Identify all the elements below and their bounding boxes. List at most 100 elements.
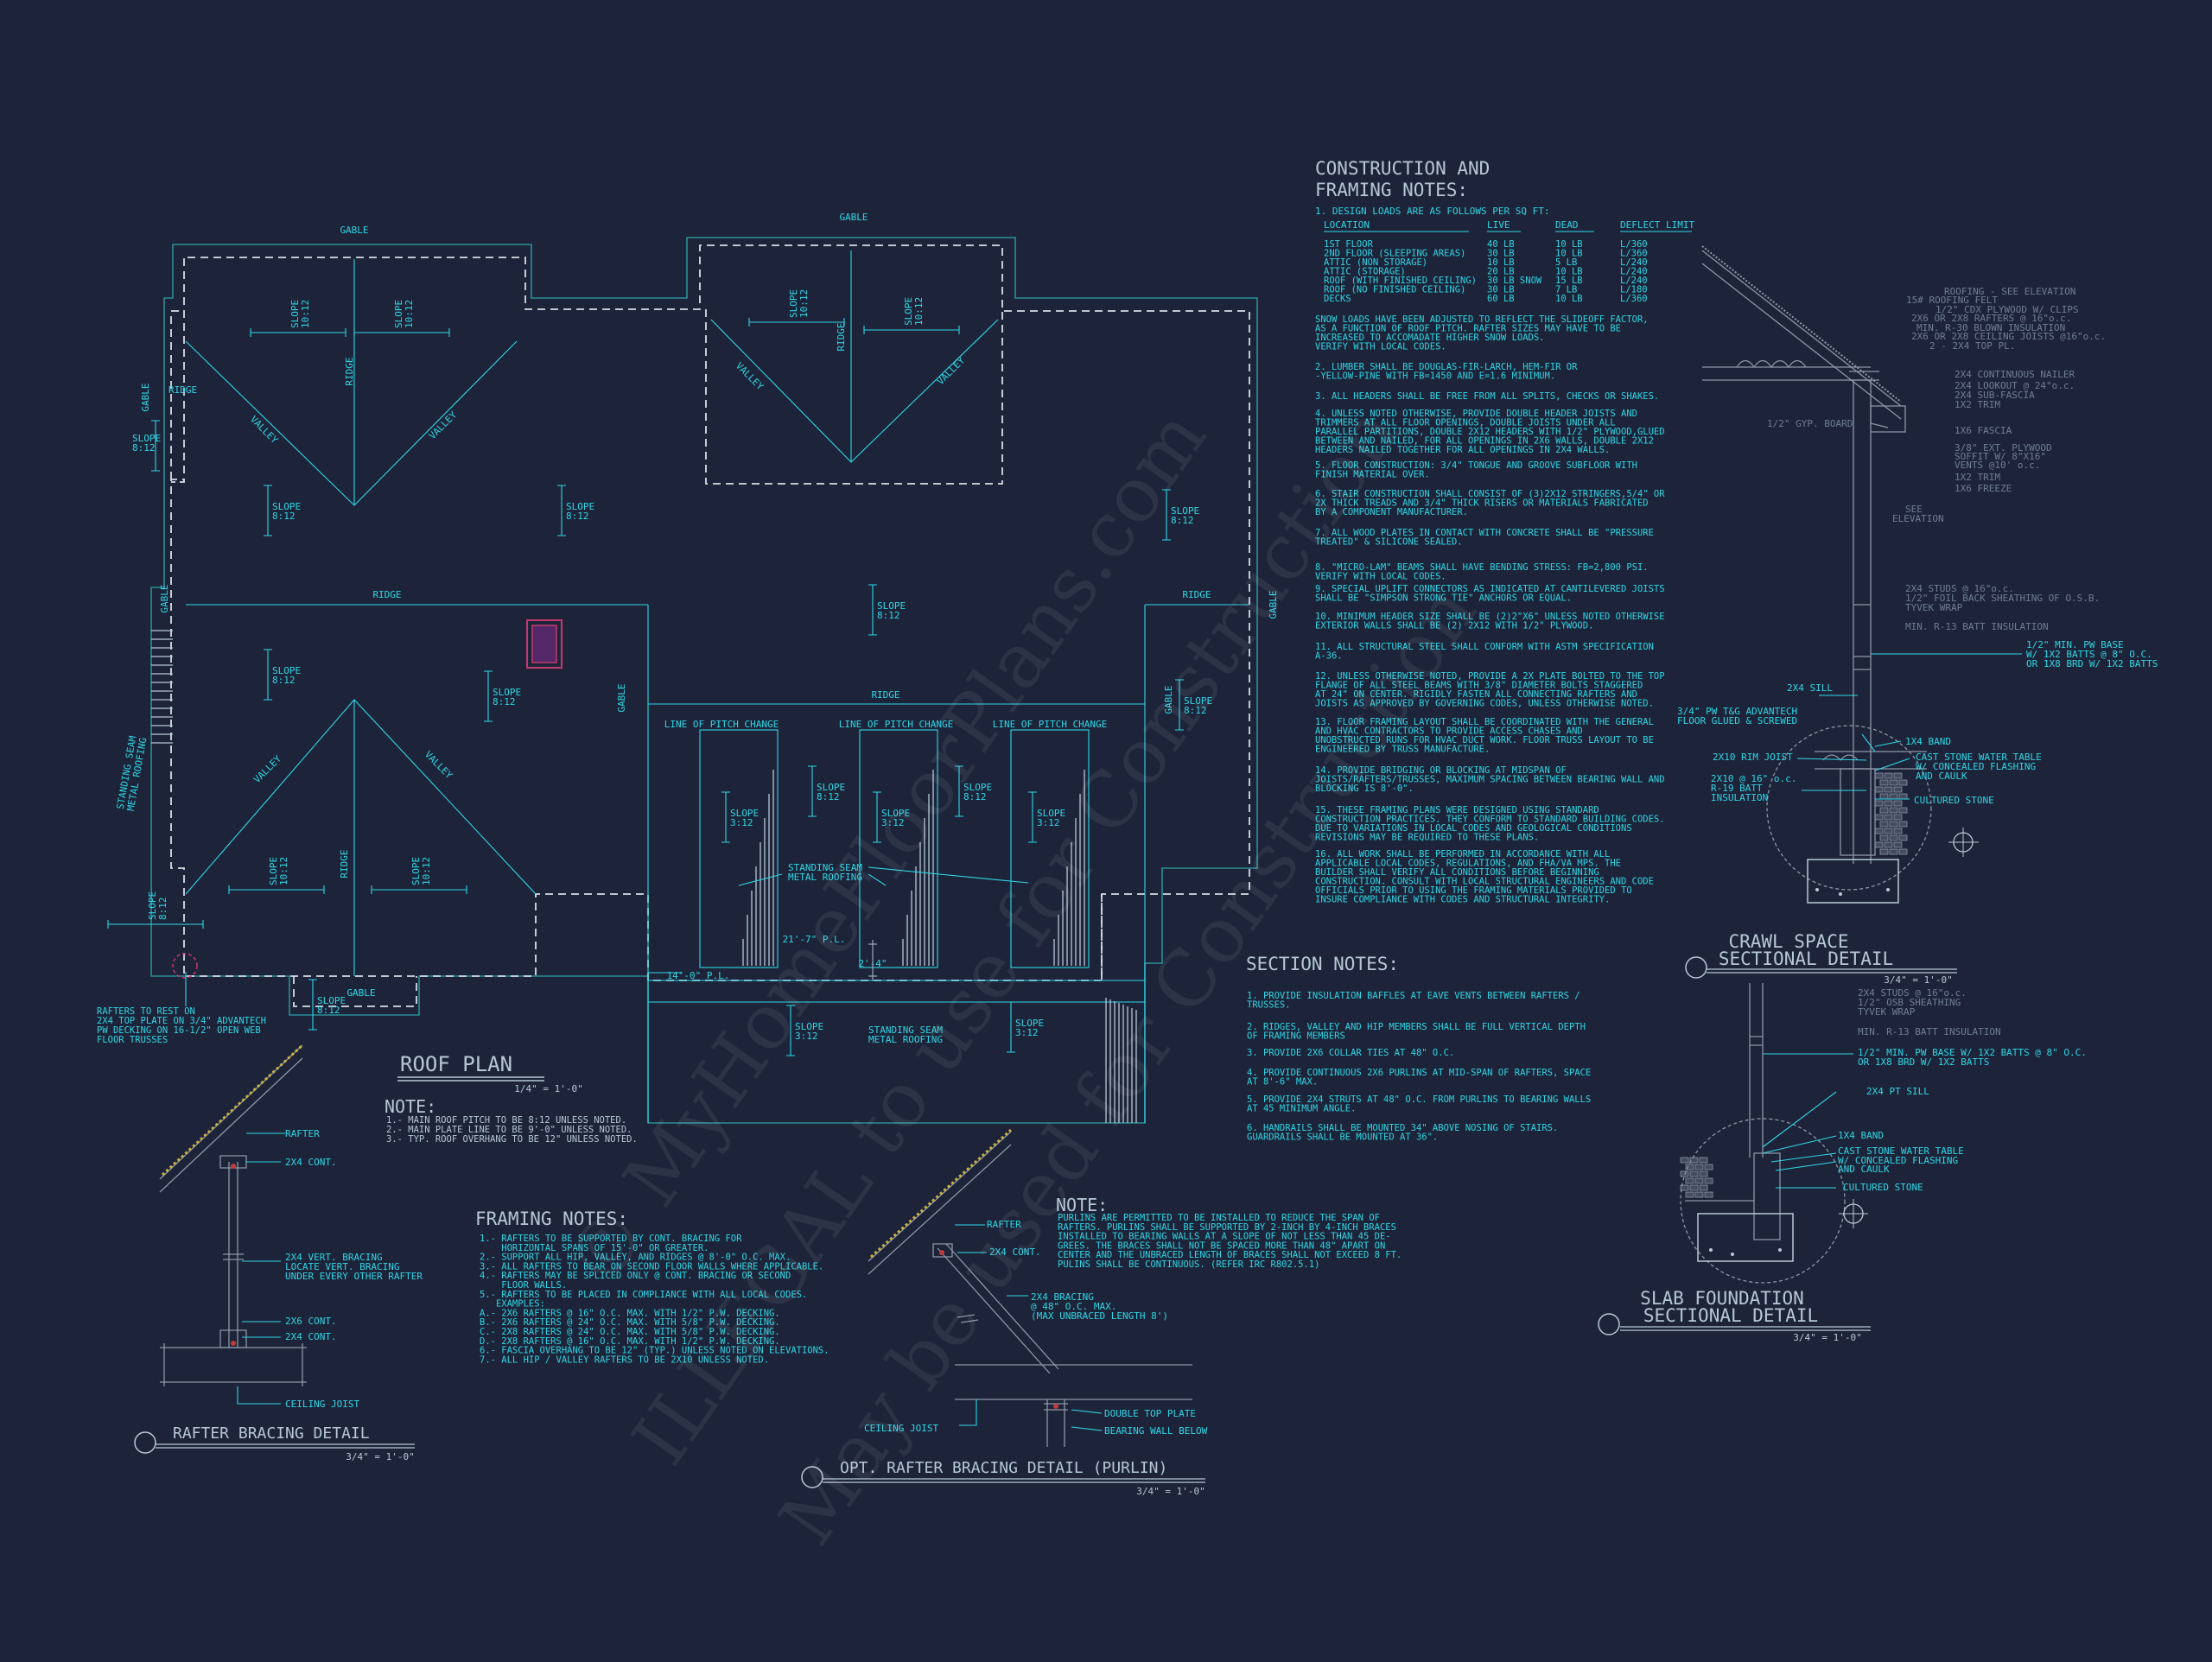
slope-arrow-line xyxy=(484,670,493,722)
section-line: 4. PROVIDE CONTINUOUS 2X6 PURLINS AT MID… xyxy=(1247,1068,1591,1078)
construction-line: 2. LUMBER SHALL BE DOUGLAS-FIR-LARCH, HE… xyxy=(1315,362,1578,372)
stone-block xyxy=(1680,1184,1689,1191)
label-pitch-change-1: LINE OF PITCH CHANGE xyxy=(664,719,779,730)
crawl-grey-label: 1/2" CDX PLYWOOD W/ CLIPS xyxy=(1936,304,2079,315)
slope-label: SLOPE xyxy=(817,782,845,793)
framing-line: D.- 2X8 RAFTERS @ 16" O.C. MAX. WITH 1/2… xyxy=(480,1336,780,1347)
rafter-lines xyxy=(159,1044,303,1193)
slab-rebar-3 xyxy=(1778,1248,1782,1252)
slope-label: SLOPE xyxy=(493,687,521,698)
label-ridge-3: RIDGE xyxy=(836,322,847,351)
slope-value: 8:12 xyxy=(1171,515,1194,526)
stone-block xyxy=(1704,1191,1713,1198)
roof-plan-scale: 1/4" = 1'-0" xyxy=(514,1083,582,1094)
label-standing-seam-1a: STANDING SEAM xyxy=(788,862,862,873)
slab-grey-label: MIN. R-13 BATT INSULATION xyxy=(1858,1026,2001,1037)
table-cell: 1ST FLOOR xyxy=(1324,239,1374,250)
slab-grey-label: 1/2" OSB SHEATHING xyxy=(1858,997,1961,1008)
crawl-rebar-3 xyxy=(1886,888,1890,891)
crawl-soffit xyxy=(1871,405,1906,433)
construction-line: JOISTS AS APPROVED BY GOVERNING CODES, U… xyxy=(1315,699,1654,709)
dim-pl-2 xyxy=(868,940,877,980)
framing-line: 5.- RAFTERS TO BE PLACED IN COMPLIANCE W… xyxy=(480,1290,807,1300)
slab-title-1: SLAB FOUNDATION xyxy=(1640,1288,1804,1309)
crawl-grey-label: ROOFING - SEE ELEVATION xyxy=(1944,286,2075,297)
rafter-note-line: 2X4 TOP PLATE ON 3/4" ADVANTECH xyxy=(97,1016,266,1026)
crawl-cyan-label: 2X10 RIM JOIST xyxy=(1713,752,1793,763)
porch-lines xyxy=(648,980,1145,1003)
slope-arrow-line xyxy=(955,765,963,817)
purlin-wall xyxy=(1044,1399,1068,1447)
slope-label: SLOPE xyxy=(730,808,759,819)
construction-line: PARALLEL PARTITIONS, DOUBLE 2X12 HEADERS… xyxy=(1315,427,1665,437)
construction-line: 7. ALL WOOD PLATES IN CONTACT WITH CONCR… xyxy=(1315,528,1654,538)
purlin-leaders xyxy=(955,1224,1103,1431)
construction-line: VERIFY WITH LOCAL CODES. xyxy=(1315,572,1446,582)
table-cell: L/360 xyxy=(1620,294,1648,304)
stone-block xyxy=(1874,828,1884,834)
slope-arrow-line xyxy=(1007,1001,1015,1053)
purlin-detail-label: 2X4 CONT. xyxy=(989,1246,1041,1258)
construction-line: BUILDER SHALL VERIFY ALL CONDITIONS BEFO… xyxy=(1315,867,1599,878)
stone-block xyxy=(1699,1157,1708,1164)
slab-cyan-label: 1X4 BAND xyxy=(1838,1130,1884,1141)
label-valley-3: VALLEY xyxy=(734,360,766,393)
construction-line: REVISIONS MAY BE REQUIRED TO THESE PLANS… xyxy=(1315,833,1539,843)
purlin-block xyxy=(932,1243,953,1258)
stone-block xyxy=(1884,786,1893,793)
table-cell: L/360 xyxy=(1620,239,1648,250)
crawl-cyan-label: R-19 BATT xyxy=(1711,783,1763,794)
table-cell: L/360 xyxy=(1620,249,1648,259)
roof-note-title: NOTE: xyxy=(385,1096,436,1117)
crawl-grey-label: 2X4 SUB-FASCIA xyxy=(1955,390,2035,401)
valley-lines-upper-right xyxy=(710,319,999,463)
slope-arrow-line xyxy=(264,485,272,536)
framing-notes-title: FRAMING NOTES: xyxy=(475,1208,628,1229)
construction-line: 3. ALL HEADERS SHALL BE FREE FROM ALL SP… xyxy=(1315,391,1659,402)
slope-arrow-line xyxy=(808,765,817,817)
crawl-title-2: SECTIONAL DETAIL xyxy=(1719,948,1893,969)
slab-cultured-stone xyxy=(1680,1157,1713,1198)
slab-enlarge-circle xyxy=(1680,1118,1846,1284)
construction-line: 4. UNLESS NOTED OTHERWISE, PROVIDE DOUBL… xyxy=(1315,409,1637,419)
slab-cyan-label: CULTURED STONE xyxy=(1843,1182,1923,1193)
stone-block xyxy=(1699,1184,1708,1191)
slope-value: 8:12 xyxy=(317,1005,340,1016)
label-valley-5: VALLEY xyxy=(251,753,284,786)
framing-line: FLOOR WALLS. xyxy=(480,1280,567,1291)
stone-block xyxy=(1689,1184,1699,1191)
crawl-cyan-label: CULTURED STONE xyxy=(1914,795,1994,806)
construction-title-1: CONSTRUCTION AND xyxy=(1315,158,1490,179)
construction-line: ENGINEERED BY TRUSS MANUFACTURE. xyxy=(1315,745,1490,755)
purlin-sheathing xyxy=(869,1128,1013,1259)
table-cell: DECKS xyxy=(1324,294,1351,304)
stone-block xyxy=(1889,779,1898,786)
construction-line: FINISH MATERIAL OVER. xyxy=(1315,470,1430,480)
construction-line: HEADERS NAILED TOGETHER FOR ALL OPENINGS… xyxy=(1315,445,1610,455)
joist-breaks xyxy=(163,1343,303,1386)
rafter-note-line: FLOOR TRUSSES xyxy=(97,1035,168,1045)
label-ridge-2: RIDGE xyxy=(344,357,355,385)
rafter-bracing-label: 2X6 CONT. xyxy=(285,1316,337,1327)
stone-block xyxy=(1889,793,1898,800)
construction-line: DUE TO VARIATIONS IN LOCAL CODES AND GEO… xyxy=(1315,823,1632,834)
crawl-grey-label: 1/2" FOIL BACK SHEATHING OF O.S.B. xyxy=(1905,593,2100,604)
brace-break xyxy=(223,1253,244,1260)
crawl-grey-label: 2X6 OR 2X8 RAFTERS @ 16"o.c. xyxy=(1911,313,2071,324)
construction-notes: CONSTRUCTION AND FRAMING NOTES: 1. DESIG… xyxy=(1315,158,1694,905)
section-line: 6. HANDRAILS SHALL BE MOUNTED 34" ABOVE … xyxy=(1247,1123,1558,1133)
vent-symbol-inner xyxy=(531,625,557,663)
table-cell: 40 LB xyxy=(1487,239,1515,250)
crawl-cyan-label: 3/4" PW T&G ADVANTECH xyxy=(1677,706,1797,717)
roof-sheathing xyxy=(161,1044,304,1177)
slab-rebar-1 xyxy=(1709,1248,1713,1252)
crawl-ceiling-joist xyxy=(1702,366,1871,381)
slope-label: SLOPE xyxy=(1171,505,1199,517)
plate-line-left xyxy=(170,310,184,479)
